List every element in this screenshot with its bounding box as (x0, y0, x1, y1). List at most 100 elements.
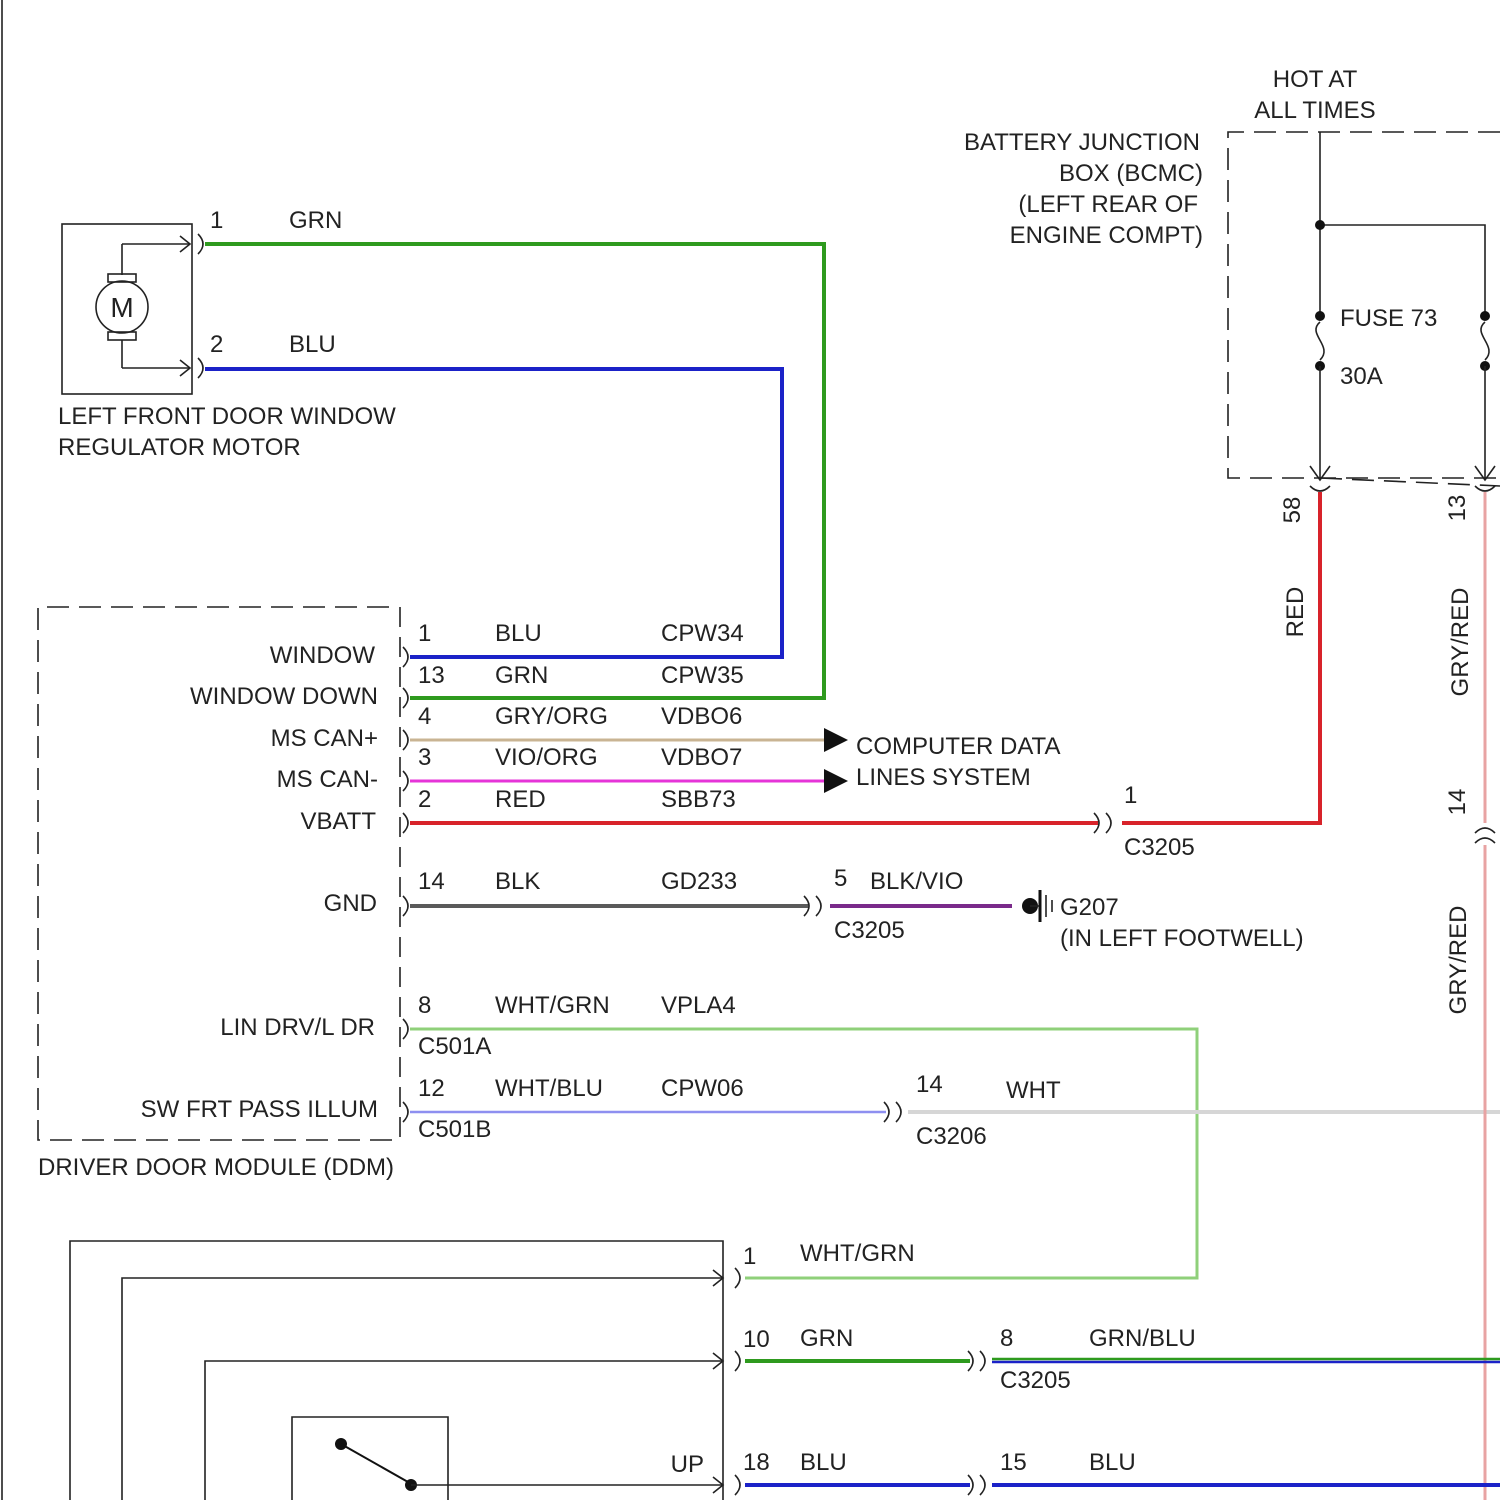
ddm-pin-8-color: WHT/GRN (495, 992, 610, 1019)
motor-pin1-connector (198, 234, 203, 254)
ddm-pin-12-color: WHT/BLU (495, 1075, 603, 1102)
ddm-pin-1: 1 (418, 620, 431, 647)
ddm-pin-13-circuit: CPW35 (661, 662, 744, 689)
wire-red-to-fuse (1122, 492, 1320, 823)
fuse-73-icon (1316, 322, 1324, 360)
gry-red-label-upper: GRY/RED (1447, 588, 1474, 697)
gry-red-label-lower: GRY/RED (1445, 906, 1472, 1015)
gry-red-connector-bottom (1475, 838, 1495, 843)
motor-symbol: M (110, 292, 133, 323)
switch-lead-pin10 (205, 1361, 723, 1500)
c3205-lower-name: C3205 (1000, 1367, 1071, 1394)
ddm-pin-8: 8 (418, 992, 431, 1019)
data-lines-label-2: LINES SYSTEM (856, 764, 1031, 791)
bus-junction-dot (1315, 220, 1325, 230)
data-line-arrow-can-plus (824, 728, 848, 752)
ddm-fn-ms-can-minus: MS CAN- (277, 766, 378, 793)
motor-label-line2: REGULATOR MOTOR (58, 434, 301, 461)
gry-red-connector-top (1475, 828, 1495, 833)
switch-inner-box (292, 1417, 448, 1500)
ground-g207: G207 (IN LEFT FOOTWELL) (1022, 890, 1304, 952)
c3205-vbatt-name: C3205 (1124, 834, 1195, 861)
ddm-pin-4-color: GRY/ORG (495, 703, 608, 730)
ddm-pin-1-color: BLU (495, 620, 542, 647)
ddm-fn-sw-frt-pass-illum: SW FRT PASS ILLUM (141, 1096, 378, 1123)
computer-data-lines: COMPUTER DATA LINES SYSTEM (824, 728, 1060, 793)
ddm-fn-ms-can-plus: MS CAN+ (271, 725, 378, 752)
c3206-color: WHT (1006, 1077, 1061, 1104)
ddm-pin-3-circuit: VDBO7 (661, 744, 742, 771)
ddm-fn-vbatt: VBATT (300, 808, 376, 835)
pin-58-label: 58 (1279, 497, 1306, 524)
switch-pin18-connector (735, 1475, 740, 1495)
motor-pin1-color: GRN (289, 207, 342, 234)
motor-pin2-connector (198, 358, 203, 378)
fuse-73-terminal-top (1315, 311, 1325, 321)
ddm-pin-connectors (403, 647, 408, 1122)
ddm-pin-14-color: BLK (495, 868, 540, 895)
switch-pin10: 10 (743, 1326, 770, 1353)
all-times-label: ALL TIMES (1254, 97, 1375, 124)
c3205-lower-pin15-color: BLU (1089, 1449, 1136, 1476)
fuse-2-icon (1481, 322, 1489, 360)
c3205-vbatt-female (1106, 813, 1111, 833)
switch-pin18-color: BLU (800, 1449, 847, 1476)
switch-outer-box (70, 1241, 723, 1500)
ddm-pin-4: 4 (418, 703, 431, 730)
wires (205, 244, 1500, 1500)
ddm-fn-window: WINDOW (270, 642, 376, 669)
switch-lead-pin1 (122, 1278, 723, 1500)
ddm-pin-2-circuit: SBB73 (661, 786, 736, 813)
pin-13-label: 13 (1444, 495, 1471, 522)
pin-13-socket (1475, 486, 1495, 491)
ddm-pin-1-circuit: CPW34 (661, 620, 744, 647)
c3206-female (896, 1102, 901, 1122)
c3205-lower-pin8: 8 (1000, 1325, 1013, 1352)
motor-label-line1: LEFT FRONT DOOR WINDOW (58, 403, 396, 430)
gry-red-pin-14: 14 (1444, 789, 1471, 816)
ddm-pin-13-color: GRN (495, 662, 548, 689)
c3205-gnd-color: BLK/VIO (870, 868, 963, 895)
c3205-gnd-name: C3205 (834, 917, 905, 944)
ddm-pin-13: 13 (418, 662, 445, 689)
c3205-lower-pin15-female (980, 1475, 985, 1495)
ddm-pin-2: 2 (418, 786, 431, 813)
ddm-pin-3: 3 (418, 744, 431, 771)
ddm-pin-2-color: RED (495, 786, 546, 813)
ddm-pin-14: 14 (418, 868, 445, 895)
ddm-fn-window-down: WINDOW DOWN (190, 683, 378, 710)
c3205-gnd-female (816, 896, 821, 916)
switch-pin10-color: GRN (800, 1325, 853, 1352)
bjb-connector-line (1320, 478, 1500, 486)
ground-name: G207 (1060, 894, 1119, 921)
fuse-73-rating: 30A (1340, 363, 1383, 390)
switch-contact-icon (341, 1444, 408, 1482)
c3205-vbatt-pin: 1 (1124, 782, 1137, 809)
ddm-fn-gnd: GND (324, 890, 377, 917)
ground-location: (IN LEFT FOOTWELL) (1060, 925, 1304, 952)
hot-at-label: HOT AT (1273, 66, 1358, 93)
ddm-name: DRIVER DOOR MODULE (DDM) (38, 1154, 394, 1181)
driver-door-module: WINDOW WINDOW DOWN MS CAN+ MS CAN- VBATT… (38, 607, 744, 1181)
switch-pin1-connector (735, 1268, 740, 1288)
data-lines-label-1: COMPUTER DATA (856, 733, 1060, 760)
ddm-fn-lin-drv: LIN DRV/L DR (220, 1014, 375, 1041)
ddm-pin-4-circuit: VDBO6 (661, 703, 742, 730)
bjb-label-line3: (LEFT REAR OF (1018, 191, 1198, 218)
motor-pin1-number: 1 (210, 207, 223, 234)
inline-connectors: 1 C3205 5 BLK/VIO C3205 14 WHT C3206 8 G… (804, 782, 1495, 1495)
pin-58-socket (1310, 486, 1330, 491)
switch-up-label: UP (671, 1451, 704, 1478)
motor-pin2-color: BLU (289, 331, 336, 358)
red-wire-label: RED (1282, 587, 1309, 638)
c3205-lower-pin8-color: GRN/BLU (1089, 1325, 1196, 1352)
ddm-connector-c501a: C501A (418, 1033, 491, 1060)
motor-pin2-number: 2 (210, 331, 223, 358)
fuse-73-label: FUSE 73 (1340, 305, 1437, 332)
ddm-pin-14-circuit: GD233 (661, 868, 737, 895)
switch-pin18: 18 (743, 1449, 770, 1476)
switch-pin1-color: WHT/GRN (800, 1240, 915, 1267)
c3206-name: C3206 (916, 1123, 987, 1150)
ddm-pin-12-circuit: CPW06 (661, 1075, 744, 1102)
